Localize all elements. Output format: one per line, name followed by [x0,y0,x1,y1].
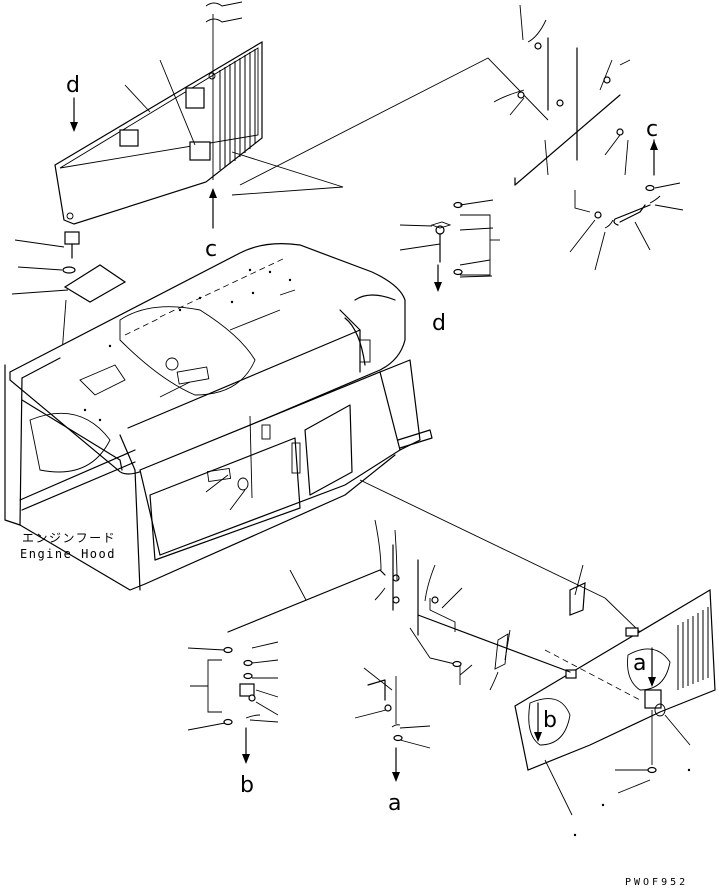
bolt-washer-plate-group [11,231,127,381]
svg-text:c: c [205,237,217,262]
upper-cover-latch-block [119,129,139,147]
lower-cover-bracket [569,564,586,616]
lower-side-cover [514,588,716,837]
upper-cover-hinge-block [185,87,205,109]
arrow-b-on-cover: b [534,702,557,742]
upper-right-stay-assembly [493,4,684,271]
hood-top-rivets [83,268,292,422]
lower-cover-grille [677,607,709,690]
caption-japanese: エンジンフード [22,531,116,545]
lower-stay-assembly: a [227,519,571,816]
upper-side-cover [54,40,263,225]
svg-text:b: b [543,708,557,733]
arrow-c-upper: c [205,188,217,262]
svg-text:d: d [432,311,446,336]
svg-text:d: d [66,73,80,98]
svg-text:a: a [388,791,401,816]
middle-latch-assembly-d: d [399,199,500,336]
upper-construction-line [239,57,549,186]
caption-english: Engine Hood [20,547,116,561]
lower-left-latch-assembly-b: b [187,641,279,798]
svg-text:b: b [240,773,254,798]
engine-hood-caption: エンジンフード Engine Hood [20,531,116,561]
upper-cover-grille [219,49,256,170]
engine-hood-body [4,243,433,591]
upper-cover-leaders [124,1,243,180]
arrow-c-right: c [646,117,658,176]
drawing-code: PWOF952 [625,877,688,888]
arrow-a-on-cover: a [633,647,656,687]
svg-text:a: a [633,651,646,676]
upper-cover-lock-plate [189,141,211,161]
lower-construction-line [359,479,606,599]
lower-cover-lock-plate [644,689,662,709]
svg-text:c: c [646,117,658,142]
upper-construction-line-2 [231,151,344,196]
arrow-d-upper: d [66,73,80,132]
